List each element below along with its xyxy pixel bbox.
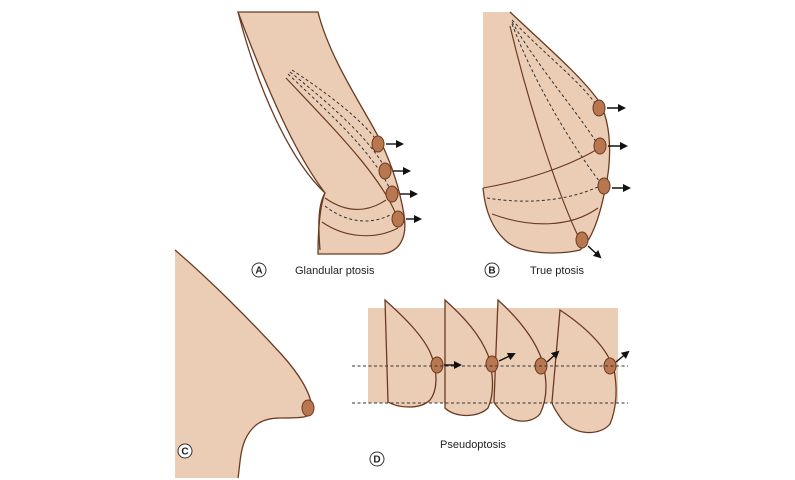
panel-b-outer-contour [482, 11, 611, 254]
panel-a: A Glandular ptosis [237, 11, 422, 278]
panel-b: B True ptosis [482, 11, 631, 278]
panel-d-arrow-4 [615, 350, 630, 363]
panel-b-torso [483, 12, 610, 253]
panel-d: Pseudoptosis D [352, 298, 630, 467]
panel-b-nipple-2 [593, 137, 607, 155]
panel-a-nipple-4 [391, 210, 405, 228]
panel-d-nipple-1 [430, 356, 444, 374]
panel-b-badge [484, 262, 500, 278]
panel-a-nipple-1 [371, 135, 385, 153]
panel-a-inframammary-line [318, 192, 326, 251]
panel-d-arrow-2 [498, 352, 516, 362]
panel-a-lower-3 [321, 221, 399, 237]
panel-b-lower-1 [482, 149, 597, 189]
panel-a-torso [237, 11, 406, 255]
panel-d-letter: D [373, 455, 380, 466]
panel-b-nipple-1 [592, 99, 606, 117]
panel-a-nipple-3 [385, 185, 399, 203]
panel-a-caption: Glandular ptosis [295, 265, 375, 277]
panel-d-breast-1 [384, 298, 437, 408]
panel-a-badge [251, 262, 267, 278]
panel-c-letter: C [181, 447, 188, 458]
panel-c-badge [177, 443, 193, 459]
panel-b-arrow-4 [587, 245, 602, 259]
panel-a-chest-line [237, 11, 326, 194]
panel-d-breast-4 [551, 308, 617, 434]
panel-d-breast-2 [444, 298, 494, 417]
panel-a-contour-4 [285, 77, 399, 221]
panel-c-nipple [301, 399, 315, 417]
panel-a-contour-2 [289, 71, 386, 169]
panel-a-lower-1 [324, 197, 387, 211]
panel-c: C [174, 249, 315, 479]
panel-d-arrow-3 [546, 350, 560, 363]
panel-d-caption: Pseudoptosis [440, 439, 507, 451]
panel-b-contour-3 [511, 23, 601, 183]
panel-a-letter: A [255, 266, 262, 277]
panel-a-contour-1 [291, 69, 379, 143]
panel-a-nipple-2 [378, 162, 392, 180]
panel-d-badge [369, 451, 385, 467]
panel-a-contour-3 [287, 73, 393, 195]
panel-d-breast-3 [493, 298, 547, 422]
panel-d-nipple-2 [485, 355, 499, 373]
panel-c-torso [175, 250, 312, 478]
panel-b-letter: B [488, 266, 495, 277]
panel-b-nipple-4 [575, 231, 589, 249]
panel-b-lower-3 [491, 207, 599, 225]
panel-b-contour-2 [511, 21, 599, 146]
panel-b-lower-2 [486, 185, 601, 202]
panel-b-contour-4 [509, 25, 581, 241]
panel-b-nipple-3 [597, 177, 611, 195]
panel-b-caption: True ptosis [530, 265, 585, 277]
panel-a-lower-2 [324, 205, 393, 222]
